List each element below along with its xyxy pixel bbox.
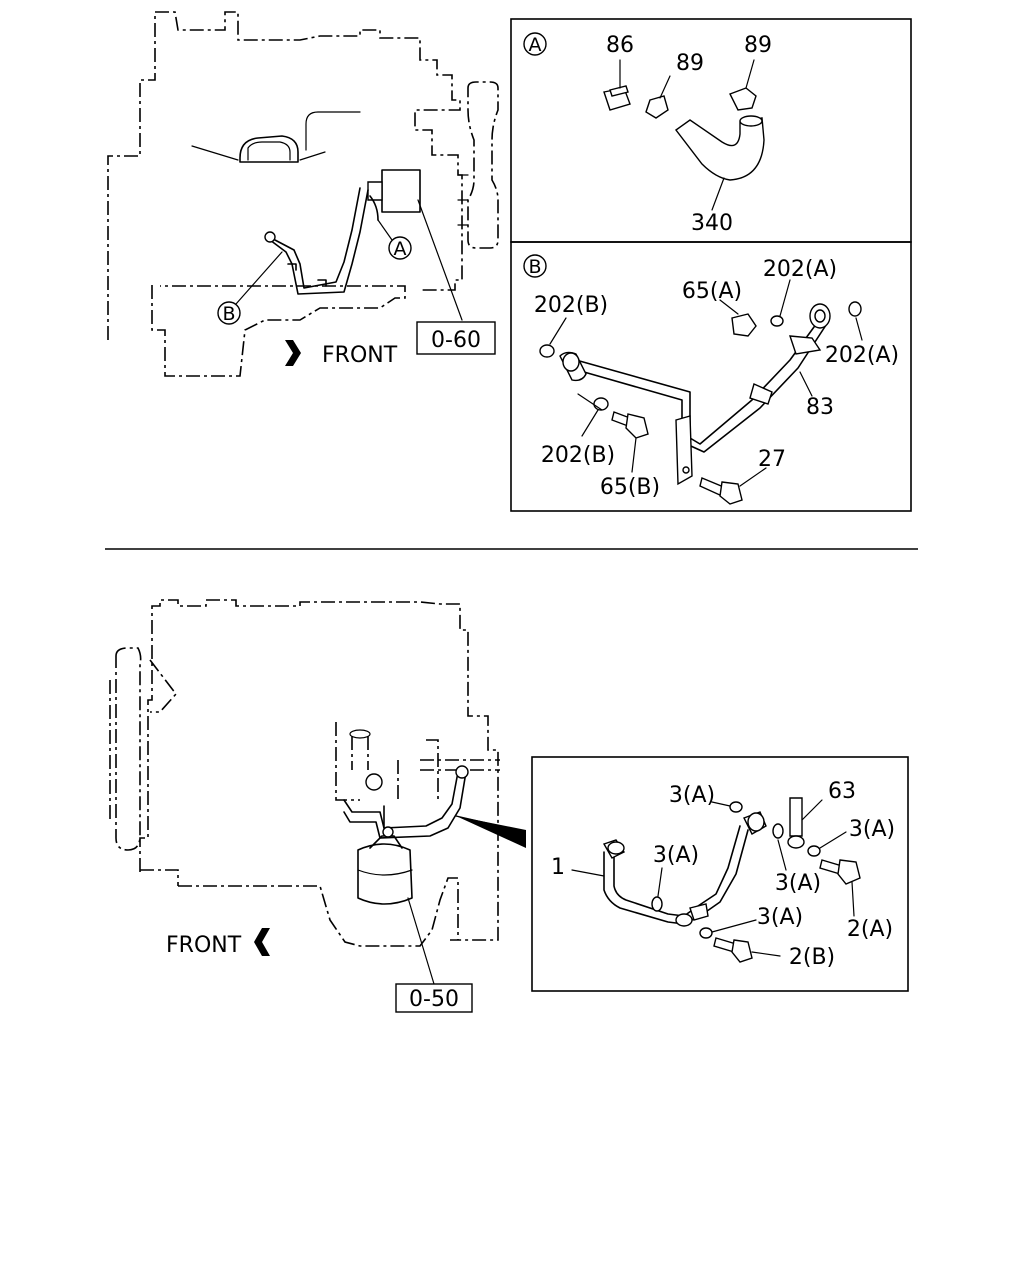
part-label: 86 xyxy=(606,33,634,58)
ref-box-0-60: 0-60 xyxy=(416,321,496,355)
part-label: 0-60 xyxy=(431,328,481,353)
part-label: 3(A) xyxy=(849,817,895,842)
part-label: 3(A) xyxy=(669,783,715,808)
part-label: B xyxy=(222,303,235,325)
top-engine-outline xyxy=(107,11,499,377)
part-label: 65(A) xyxy=(682,279,742,304)
part-label: 83 xyxy=(806,395,834,420)
front-label-bottom: FRONT xyxy=(166,933,242,958)
part-label: 3(A) xyxy=(757,905,803,930)
detail-b-panel: B 202(B) 65(A) xyxy=(510,241,912,512)
part-label: 65(B) xyxy=(600,475,660,500)
bottom-detail-panel: 3(A) 63 3(A) 1 3(A) 3(A) 3(A) 2(A) 2(B) xyxy=(531,756,909,992)
part-label: 3(A) xyxy=(775,871,821,896)
part-label: 202(A) xyxy=(825,343,899,368)
part-label: 89 xyxy=(744,33,772,58)
part-label: 2(B) xyxy=(789,945,835,970)
part-label: A xyxy=(394,238,407,260)
bottom-engine-outline xyxy=(109,599,526,947)
part-label: 63 xyxy=(828,779,856,804)
part-label: 0-50 xyxy=(409,987,459,1012)
detail-a-letter: A xyxy=(529,34,542,56)
detail-b-letter: B xyxy=(528,256,541,278)
part-label: 340 xyxy=(691,211,733,236)
part-label: 27 xyxy=(758,447,786,472)
callout-b-top: B xyxy=(217,251,283,325)
front-arrow-bottom: FRONT xyxy=(166,928,270,958)
part-label: 202(B) xyxy=(534,293,608,318)
front-label-top: FRONT xyxy=(322,343,398,368)
part-label: 89 xyxy=(676,51,704,76)
part-label: 202(A) xyxy=(763,257,837,282)
ref-box-0-50: 0-50 xyxy=(395,897,473,1013)
callout-a-top: A xyxy=(377,219,412,260)
front-arrow-top: FRONT xyxy=(285,340,398,368)
part-label: 1 xyxy=(551,855,565,880)
part-label: 202(B) xyxy=(541,443,615,468)
part-label: 3(A) xyxy=(653,843,699,868)
detail-a-panel: A 86 89 89 340 xyxy=(510,18,912,243)
part-label: 2(A) xyxy=(847,917,893,942)
